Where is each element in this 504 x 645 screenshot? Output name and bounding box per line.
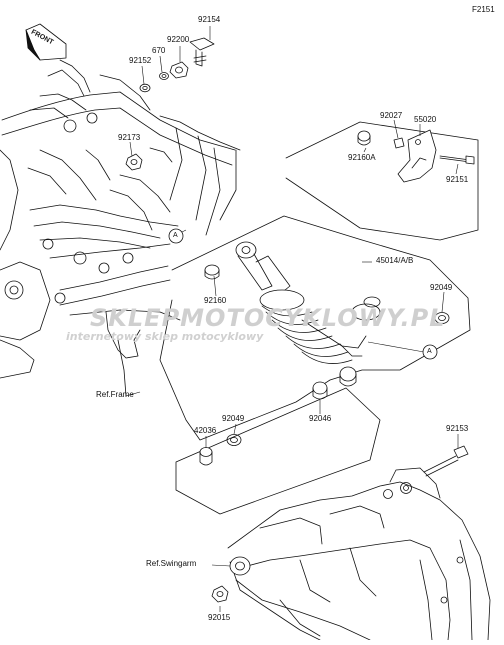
- marker-a-upper-letter: A: [173, 232, 178, 239]
- bolt-92153-icon: [423, 445, 469, 477]
- shock-absorber-45014-icon: [235, 241, 381, 364]
- nut-92173-icon: [125, 153, 143, 171]
- callout-670: 670: [152, 46, 166, 55]
- bolt-92154-icon: [189, 37, 215, 67]
- nut-92200-icon: [169, 61, 189, 79]
- callout-92015: 92015: [208, 613, 231, 622]
- callout-92160: 92160: [204, 296, 227, 305]
- upper-group-outline: [285, 121, 479, 241]
- swingarm-structure: [227, 467, 491, 641]
- seal-92049-upper-icon: [434, 312, 450, 324]
- collar-92160a-icon: [357, 130, 371, 146]
- callout-92046: 92046: [309, 414, 332, 423]
- callout-92151: 92151: [446, 175, 469, 184]
- callout-92049-lower: 92049: [222, 414, 245, 423]
- collar-92046-icon: [312, 366, 357, 400]
- callout-92154: 92154: [198, 15, 221, 24]
- washer-670-icon: [159, 72, 169, 80]
- ref-frame-label: Ref.Frame: [96, 390, 134, 399]
- guard-55020-icon: [397, 129, 437, 183]
- callout-92152: 92152: [129, 56, 152, 65]
- watermark-main: SKLEPMOTOCYKLOWY.PL: [90, 304, 446, 332]
- washer-92152-icon: [139, 83, 151, 93]
- figure-code: F2151: [472, 5, 495, 14]
- reference-marker-a-upper-icon: [168, 228, 184, 244]
- callout-92153: 92153: [446, 424, 469, 433]
- callout-92027: 92027: [380, 111, 403, 120]
- callout-92173: 92173: [118, 133, 141, 142]
- callout-55020: 55020: [414, 115, 437, 124]
- marker-a-lower-letter: A: [427, 348, 432, 355]
- leader-lines: [125, 26, 459, 612]
- reference-marker-a-lower-icon: [422, 344, 438, 360]
- collar-92027-icon: [393, 137, 405, 149]
- watermark-sub: internetowy sklep motocyklowy: [66, 330, 264, 343]
- seal-92049-lower-icon: [226, 434, 242, 446]
- front-arrow-icon: [25, 23, 67, 61]
- callout-92049-upper: 92049: [430, 283, 453, 292]
- bolt-92151-icon: [439, 155, 475, 165]
- collar-92160-icon: [204, 264, 220, 280]
- lower-group-outline: [175, 387, 381, 515]
- nut-92015-icon: [211, 585, 229, 603]
- ref-swingarm-label: Ref.Swingarm: [146, 559, 197, 568]
- callout-42036: 42036: [194, 426, 217, 435]
- callout-45014: 45014/A/B: [376, 256, 414, 265]
- sleeve-42036-icon: [199, 447, 213, 466]
- callout-92200: 92200: [167, 35, 190, 44]
- callout-92160a: 92160A: [348, 153, 376, 162]
- shock-group-outline: [159, 215, 471, 441]
- frame-structure: [0, 59, 241, 397]
